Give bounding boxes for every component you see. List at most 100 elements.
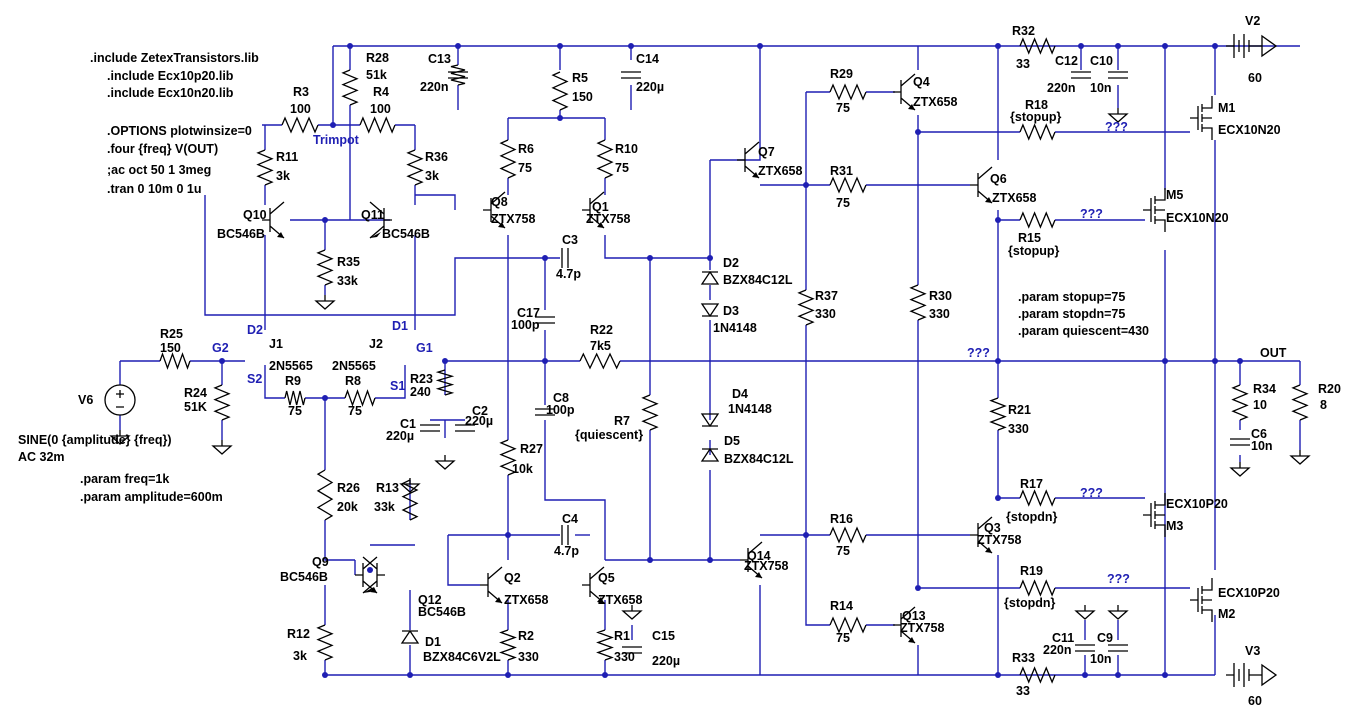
bjt-arrow (752, 172, 759, 178)
resistor (1019, 123, 1056, 141)
ref-q10: Q10 (243, 208, 267, 222)
ref-c9: C9 (1097, 631, 1113, 645)
junction-dot (542, 358, 548, 364)
value-m2: ECX10P20 (1218, 586, 1280, 600)
resistor (909, 284, 927, 321)
junction-dot (322, 672, 328, 678)
value-r28: 51k (366, 68, 387, 82)
resistor (579, 352, 621, 370)
directive-param-quiescent: .param quiescent=430 (1018, 324, 1149, 338)
junction-dot (707, 255, 713, 261)
directive-include-ecx10p20: .include Ecx10p20.lib (107, 69, 234, 83)
net-label-g1: G1 (416, 341, 433, 355)
value-r5: 150 (572, 90, 593, 104)
value-r29: 75 (836, 101, 850, 115)
value-r12: 3k (293, 649, 307, 663)
value-q6: ZTX658 (992, 191, 1037, 205)
resistor (641, 394, 659, 431)
value-r11: 3k (276, 169, 290, 183)
bjt-transistor (893, 73, 916, 111)
net-label-d2: D2 (247, 323, 263, 337)
mosfet (1190, 96, 1213, 140)
net-label-d1: D1 (392, 319, 408, 333)
ref-r34: R34 (1253, 382, 1276, 396)
ref-r35: R35 (337, 255, 360, 269)
source-sine-spec: SINE(0 {amplitude} {freq}) (18, 433, 172, 447)
ref-r31: R31 (830, 164, 853, 178)
directive-tran: .tran 0 10m 0 1u (107, 182, 202, 196)
value-q1: ZTX758 (586, 212, 631, 226)
resistor (435, 369, 455, 396)
value-c1: 220µ (386, 429, 414, 443)
resistor (1291, 384, 1309, 421)
value-c13: 220n (420, 80, 449, 94)
capacitor (535, 316, 555, 324)
ref-v3: V3 (1245, 644, 1260, 658)
ref-r30: R30 (929, 289, 952, 303)
ref-q8: Q8 (491, 195, 508, 209)
junction-dot (995, 217, 1001, 223)
ref-r4: R4 (373, 85, 389, 99)
ground-symbol (109, 430, 131, 445)
value-d4: 1N4148 (728, 402, 772, 416)
value-r23: 240 (410, 385, 431, 399)
ref-d1: D1 (425, 635, 441, 649)
mosfet (1143, 493, 1166, 537)
capacitor (448, 71, 468, 79)
bjt-arrow (597, 597, 604, 603)
bjt-arrow (755, 572, 762, 578)
value-r31: 75 (836, 196, 850, 210)
ref-r24: R24 (184, 386, 207, 400)
ref-q1: Q1 (592, 200, 609, 214)
ref-r14: R14 (830, 599, 853, 613)
resistor (499, 629, 517, 661)
directive-param-amplitude: .param amplitude=600m (80, 490, 223, 504)
ref-r26: R26 (337, 481, 360, 495)
ref-r8: R8 (345, 374, 361, 388)
value-c17: 100p (511, 318, 540, 332)
value-q4: ZTX658 (913, 95, 958, 109)
ground-symbol (1107, 605, 1129, 620)
capacitor (621, 71, 641, 79)
ref-v6: V6 (78, 393, 93, 407)
resistor (284, 390, 306, 406)
value-r3: 100 (290, 102, 311, 116)
junction-dot (505, 532, 511, 538)
junction-dot (407, 672, 413, 678)
value-q3: ZTX758 (977, 533, 1022, 547)
capacitor (1230, 438, 1250, 446)
ref-c10: C10 (1090, 54, 1113, 68)
ref-m2: M2 (1218, 607, 1235, 621)
ref-r27: R27 (520, 442, 543, 456)
value-r15: {stopup} (1008, 244, 1060, 258)
junction-dot (803, 532, 809, 538)
value-q10: BC546B (217, 227, 265, 241)
junction-dot (505, 672, 511, 678)
net-label-trimpot: Trimpot (313, 133, 360, 147)
value-r6: 75 (518, 161, 532, 175)
ref-v2: V2 (1245, 14, 1260, 28)
directive-include-zetex: .include ZetexTransistors.lib (90, 51, 259, 65)
ground-symbol (314, 295, 336, 310)
value-j2: 2N5565 (332, 359, 376, 373)
junction-dot (995, 43, 1001, 49)
ref-d5: D5 (724, 434, 740, 448)
net-label-s2: S2 (247, 372, 262, 386)
ref-r9: R9 (285, 374, 301, 388)
directive-options: .OPTIONS plotwinsize=0 (107, 124, 252, 138)
wire (324, 520, 355, 561)
value-r17: {stopdn} (1006, 510, 1058, 524)
net-label-unknown: ??? (1107, 572, 1130, 586)
value-r24: 51K (184, 400, 207, 414)
resistor (159, 352, 191, 370)
value-r22: 7k5 (590, 339, 611, 353)
bjt-transistor (362, 556, 385, 594)
mosfet (1190, 578, 1213, 622)
resistor (281, 116, 319, 134)
value-r7: {quiescent} (575, 428, 643, 442)
value-q7: ZTX658 (758, 164, 803, 178)
value-q8: ZTX758 (491, 212, 536, 226)
value-d3: 1N4148 (713, 321, 757, 335)
value-m1: ECX10N20 (1218, 123, 1281, 137)
junction-dot (757, 43, 763, 49)
